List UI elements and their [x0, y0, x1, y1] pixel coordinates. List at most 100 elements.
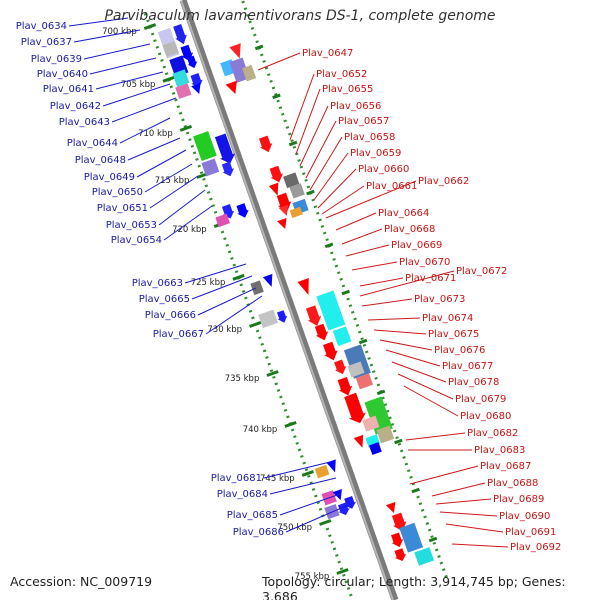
tick-mark — [394, 438, 403, 445]
gene-label-right: Plav_0678 — [448, 377, 499, 388]
gene-triangle — [229, 43, 241, 59]
gene-arrow — [214, 133, 236, 164]
label-leader-line — [102, 83, 171, 107]
gene-glyph — [229, 43, 241, 59]
gene-label-left: Plav_0634 — [16, 21, 67, 32]
tick-mark — [301, 470, 315, 477]
tick-mark — [306, 189, 315, 196]
gene-label-right: Plav_0674 — [422, 313, 473, 324]
tick-mark — [179, 124, 193, 132]
gene-triangle — [277, 217, 287, 230]
label-leader-line — [205, 295, 263, 335]
gene-arrow — [391, 512, 407, 532]
label-leader-line — [379, 339, 433, 351]
gene-arrow — [314, 323, 329, 341]
gene-box — [332, 326, 352, 347]
label-layer: Plav_0634Plav_0637Plav_0639Plav_0640Plav… — [16, 21, 562, 553]
map-title: Parvibaculum lavamentivorans DS-1, compl… — [104, 8, 496, 24]
tick-mark — [319, 519, 332, 526]
label-leader-line — [285, 505, 347, 533]
gene-box — [314, 464, 330, 479]
gene-label-left: Plav_0649 — [84, 172, 135, 183]
gene-label-left: Plav_0667 — [153, 329, 204, 340]
gene-box — [362, 415, 380, 432]
genome-backbone — [179, 0, 399, 600]
tick-mark — [376, 389, 386, 396]
label-leader-line — [184, 263, 247, 284]
gene-label-left: Plav_0665 — [139, 294, 190, 305]
label-leader-line — [405, 432, 466, 441]
label-leader-line — [373, 329, 427, 335]
gene-triangle — [278, 204, 289, 216]
label-leader-line — [119, 117, 171, 144]
label-leader-line — [83, 43, 151, 60]
label-leader-line — [95, 71, 164, 90]
label-leader-line — [127, 137, 181, 161]
gene-label-right: Plav_0664 — [378, 208, 429, 219]
label-leader-line — [321, 185, 365, 215]
gene-glyph — [229, 57, 250, 83]
gene-triangle — [385, 501, 396, 514]
tick-label: 720 kbp — [172, 225, 207, 235]
gene-box — [283, 172, 300, 189]
gene-label-left: Plav_0684 — [217, 489, 268, 500]
label-lines-layer — [68, 17, 509, 548]
gene-box — [316, 290, 346, 331]
tick-label: 710 kbp — [138, 129, 173, 139]
tick-mark — [232, 273, 245, 281]
label-leader-line — [391, 361, 447, 383]
label-leader-line — [73, 29, 141, 43]
gene-label-right: Plav_0660 — [358, 164, 409, 175]
label-leader-line — [269, 477, 337, 495]
gene-label-right: Plav_0692 — [510, 542, 561, 553]
gene-glyph — [277, 217, 287, 230]
label-leader-line — [403, 385, 459, 417]
gene-glyph — [191, 82, 201, 94]
gene-label-right: Plav_0652 — [316, 69, 367, 80]
tick-mark — [266, 370, 279, 377]
gene-glyph — [399, 522, 424, 553]
gene-label-right: Plav_0680 — [460, 411, 511, 422]
tick-label: 740 kbp — [243, 425, 278, 435]
gene-label-left: Plav_0643 — [59, 117, 110, 128]
gene-arrow — [221, 161, 234, 177]
gene-label-left: Plav_0653 — [106, 220, 157, 231]
gene-label-right: Plav_0657 — [338, 116, 389, 127]
label-leader-line — [359, 270, 455, 297]
gene-label-right: Plav_0689 — [493, 494, 544, 505]
gene-glyph — [283, 172, 300, 189]
gene-arrow — [236, 203, 249, 218]
gene-label-right: Plav_0690 — [499, 511, 550, 522]
label-leader-line — [257, 52, 301, 71]
gene-label-right: Plav_0682 — [467, 428, 518, 439]
tick-label: 700 kbp — [102, 27, 137, 37]
gene-glyph — [337, 376, 353, 396]
gene-glyph — [353, 434, 364, 448]
gene-label-left: Plav_0639 — [31, 54, 82, 65]
gene-label-right: Plav_0668 — [384, 224, 435, 235]
label-leader-line — [191, 275, 253, 300]
gene-glyph — [276, 310, 288, 323]
gene-triangle — [353, 434, 364, 448]
gene-label-right: Plav_0671 — [405, 273, 456, 284]
label-leader-line — [111, 97, 177, 123]
gene-glyph — [297, 277, 309, 296]
gene-box — [258, 309, 278, 329]
gene-glyph — [355, 373, 374, 390]
gene-arrow — [187, 55, 198, 69]
gene-box — [242, 64, 257, 82]
label-leader-line — [289, 73, 315, 141]
gene-box — [250, 280, 264, 296]
tick-label: 725 kbp — [191, 278, 226, 288]
gene-glyph — [394, 548, 407, 561]
gene-arrow — [276, 310, 288, 323]
gene-glyph — [391, 512, 407, 532]
gene-label-left: Plav_0644 — [67, 138, 118, 149]
gene-label-left: Plav_0654 — [111, 235, 162, 246]
label-leader-line — [149, 175, 199, 209]
label-leader-line — [299, 105, 329, 167]
gene-label-left: Plav_0663 — [132, 278, 183, 289]
gene-box — [229, 57, 250, 83]
